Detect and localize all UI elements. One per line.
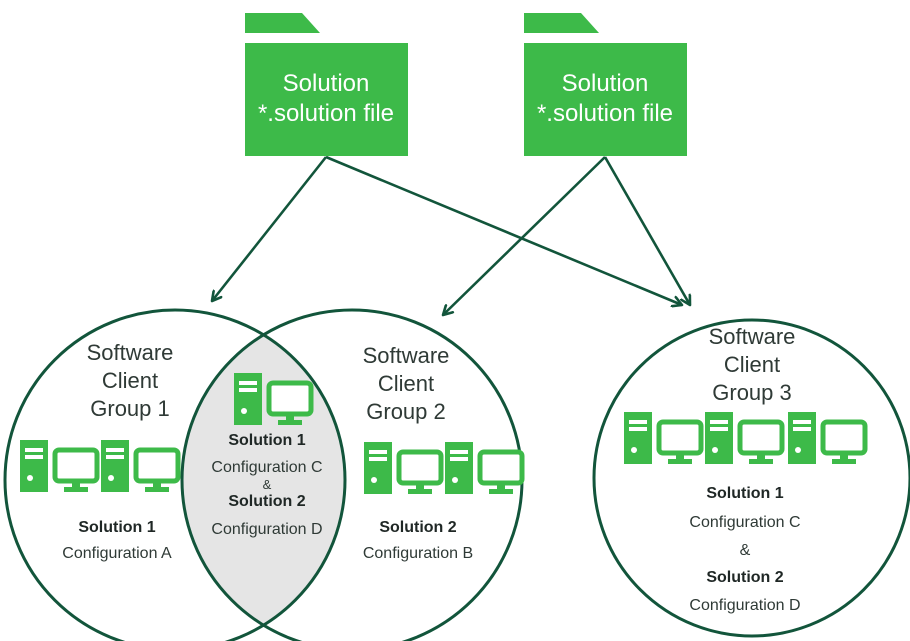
group-1-title-line-3: Group 1 (90, 396, 170, 421)
computer-icon (788, 412, 868, 464)
overlap-configuration-1: Configuration C (211, 459, 322, 476)
folder-file-type: *.solution file (258, 100, 394, 127)
computer-icon (445, 442, 525, 494)
computer-icon (20, 440, 100, 492)
group-1-circle (3, 308, 347, 641)
group-3-solution-2: Solution 2 (706, 569, 783, 586)
group-3-circle (592, 318, 910, 638)
overlap-configuration-2: Configuration D (211, 521, 322, 538)
folder-icon (245, 43, 408, 156)
folder-name: Solution (283, 70, 370, 97)
computer-icon (364, 442, 444, 494)
group-3-separator: & (740, 542, 751, 559)
group-3-title-line-2: Client (724, 352, 780, 377)
group-1-title-line-1: Software (87, 340, 174, 365)
solution-folder-2: Solution *.solution file (524, 13, 687, 156)
computer-icon (705, 412, 785, 464)
folder-name: Solution (562, 70, 649, 97)
group-1-configuration: Configuration A (62, 545, 172, 562)
group-3-title-line-1: Software (709, 324, 796, 349)
group-2-title-line-1: Software (363, 343, 450, 368)
computer-icon (234, 373, 314, 425)
arrow-solution-b-to-group-2 (443, 156, 606, 315)
group-1-title-line-2: Client (102, 368, 158, 393)
arrow-solution-a-to-group-3 (325, 155, 682, 305)
arrow-solution-b-to-group-3 (603, 156, 690, 305)
group-3-configuration-2: Configuration D (689, 597, 800, 614)
folder-file-type: *.solution file (537, 100, 673, 127)
folder-icon (524, 13, 599, 33)
group-2-solution: Solution 2 (379, 519, 456, 536)
group-3-solution-1: Solution 1 (706, 485, 783, 502)
group-2-title-line-2: Client (378, 371, 434, 396)
group-2: Software Client Group 2 Solution 2 Confi… (363, 343, 525, 562)
arrow-solution-a-to-group-1 (212, 156, 328, 301)
overlap-separator: & (263, 477, 272, 492)
solution-folder-1: Solution *.solution file (245, 13, 408, 156)
group-3-title-line-3: Group 3 (712, 380, 792, 405)
overlap-solution-2: Solution 2 (228, 493, 305, 510)
group-1: Software Client Group 1 Solution 1 Confi… (20, 340, 181, 562)
group-3: Software Client Group 3 (624, 324, 868, 614)
group-2-title-line-3: Group 2 (366, 399, 446, 424)
computer-icon (101, 440, 181, 492)
folder-icon (245, 13, 320, 33)
folder-icon (524, 43, 687, 156)
overlap-solution-1: Solution 1 (228, 432, 305, 449)
computer-icon (624, 412, 704, 464)
group-1-solution: Solution 1 (78, 519, 155, 536)
group-2-configuration: Configuration B (363, 545, 473, 562)
overlap-content: Solution 1 Configuration C & Solution 2 … (211, 373, 323, 538)
group-3-configuration-1: Configuration C (689, 514, 800, 531)
